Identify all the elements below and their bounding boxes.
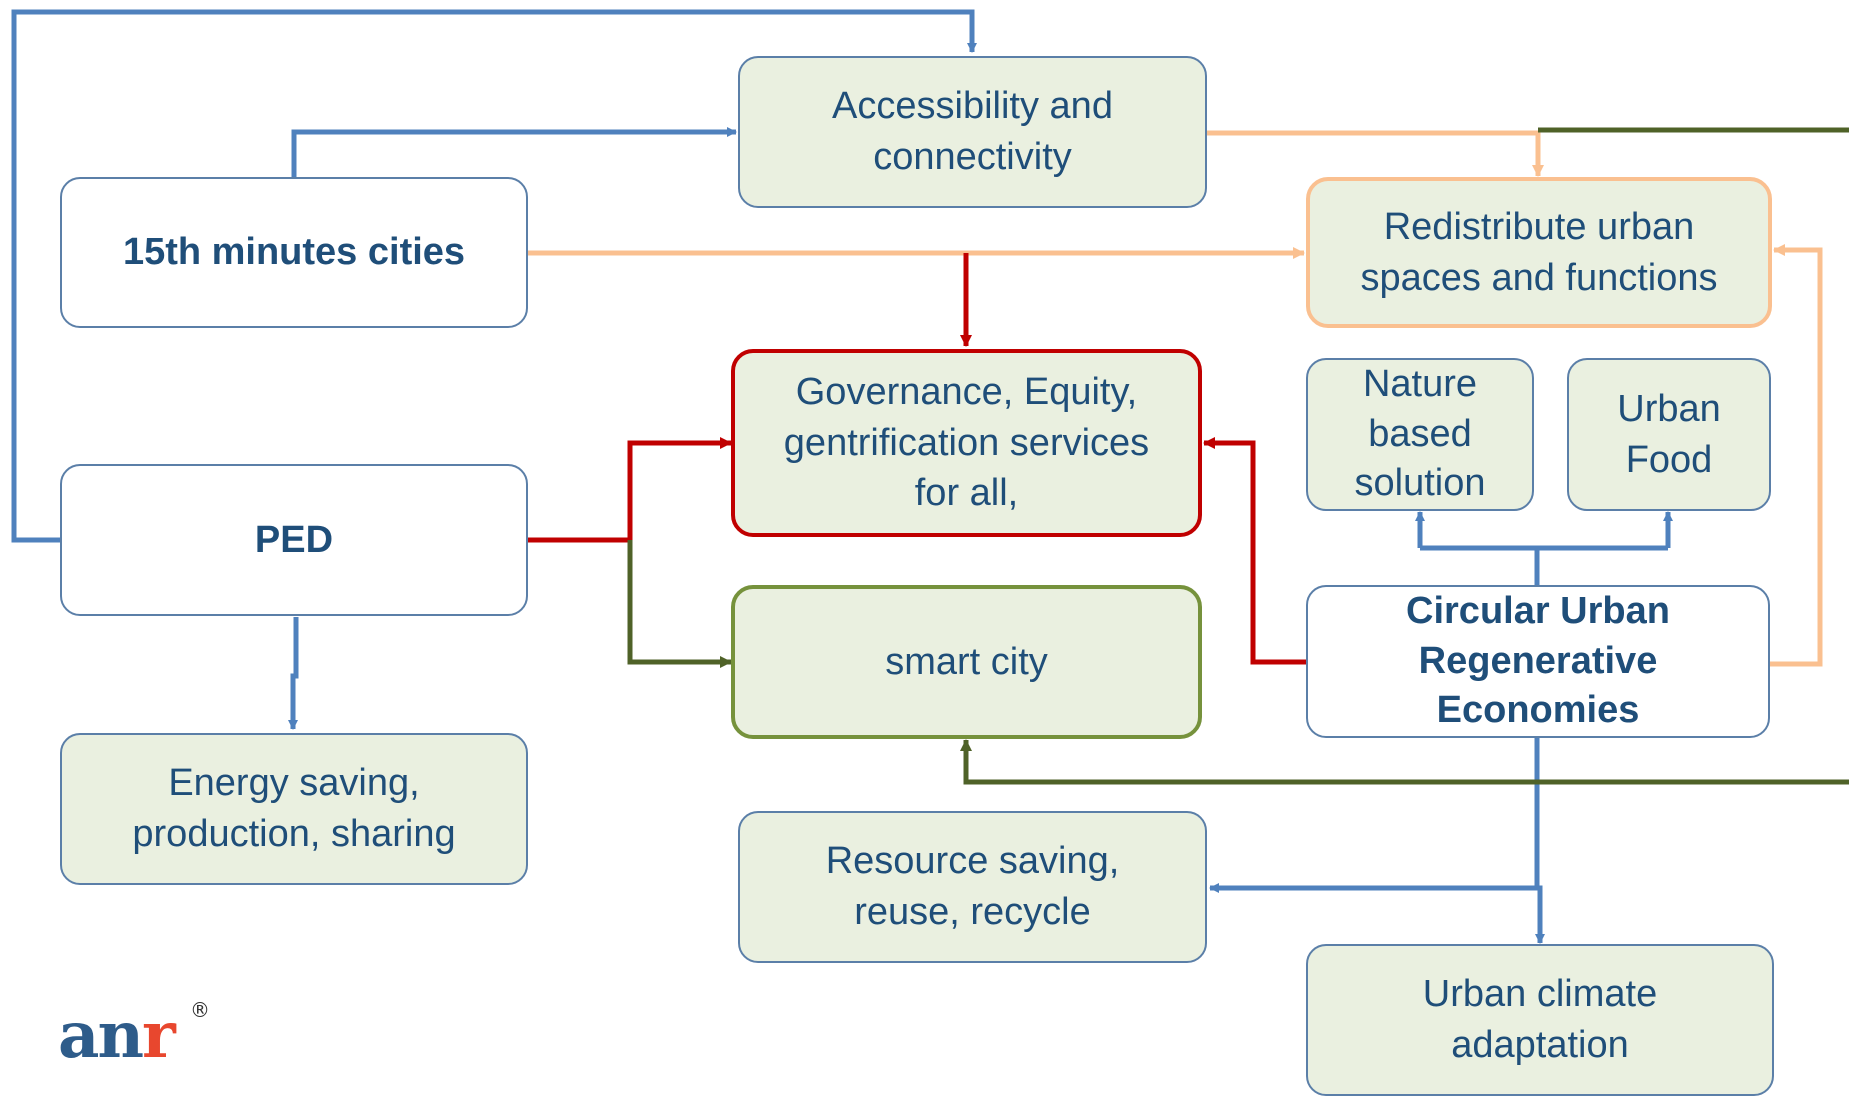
node-governance-label: Governance, Equity, gentrification servi… bbox=[783, 371, 1150, 515]
edge-circular-to-resource bbox=[1209, 738, 1540, 893]
edge-accessibility-to-redistribute bbox=[1207, 130, 1544, 177]
node-climate-label: Urban climate adaptation bbox=[1422, 973, 1658, 1066]
node-energy-label: Energy saving, production, sharing bbox=[132, 762, 456, 855]
node-urban-food: Urban Food bbox=[1567, 358, 1771, 511]
edge-circular-to-redistribute bbox=[1769, 244, 1823, 667]
edge-ped-to-energy bbox=[288, 617, 299, 730]
edge-circular-to-nature-food bbox=[1417, 513, 1671, 585]
anr-logo: anr ® bbox=[58, 1000, 210, 1068]
node-accessibility: Accessibility and connectivity bbox=[738, 56, 1207, 208]
node-urban-food-label: Urban Food bbox=[1617, 387, 1721, 481]
edge-ped-to-accessibility bbox=[11, 9, 977, 543]
node-accessibility-label: Accessibility and connectivity bbox=[832, 85, 1113, 178]
node-redistribute: Redistribute urban spaces and functions bbox=[1306, 177, 1772, 328]
logo-text-an: an bbox=[58, 998, 144, 1073]
node-nature-based: Nature based solution bbox=[1306, 358, 1534, 511]
node-smart-city-label: smart city bbox=[885, 640, 1048, 683]
registered-mark-icon: ® bbox=[190, 998, 210, 1022]
node-smart-city: smart city bbox=[731, 585, 1202, 739]
node-nature-based-label: Nature based solution bbox=[1354, 363, 1486, 505]
node-redistribute-label: Redistribute urban spaces and functions bbox=[1360, 205, 1718, 299]
node-15min-cities: 15th minutes cities bbox=[60, 177, 528, 328]
node-circular-economies: Circular Urban Regenerative Economies bbox=[1306, 585, 1770, 738]
node-climate: Urban climate adaptation bbox=[1306, 944, 1774, 1096]
node-ped: PED bbox=[60, 464, 528, 616]
node-15min-cities-label: 15th minutes cities bbox=[122, 231, 466, 274]
edge-circular-to-climate bbox=[1535, 885, 1545, 944]
node-circular-economies-label: Circular Urban Regenerative Economies bbox=[1406, 590, 1670, 732]
edge-ped-to-governance bbox=[528, 437, 732, 543]
edge-accessibility-to-smartcity bbox=[966, 127, 1849, 785]
node-resource-label: Resource saving, reuse, recycle bbox=[825, 840, 1120, 933]
edge-ped-to-smartcity bbox=[627, 540, 732, 668]
node-governance: Governance, Equity, gentrification servi… bbox=[731, 349, 1202, 537]
node-ped-label: PED bbox=[254, 518, 334, 561]
edge-15min-to-accessibility bbox=[291, 127, 737, 177]
node-resource: Resource saving, reuse, recycle bbox=[738, 811, 1207, 963]
node-energy: Energy saving, production, sharing bbox=[60, 733, 528, 885]
logo-text-r: r bbox=[142, 998, 176, 1073]
edge-circular-to-governance bbox=[1203, 437, 1306, 665]
